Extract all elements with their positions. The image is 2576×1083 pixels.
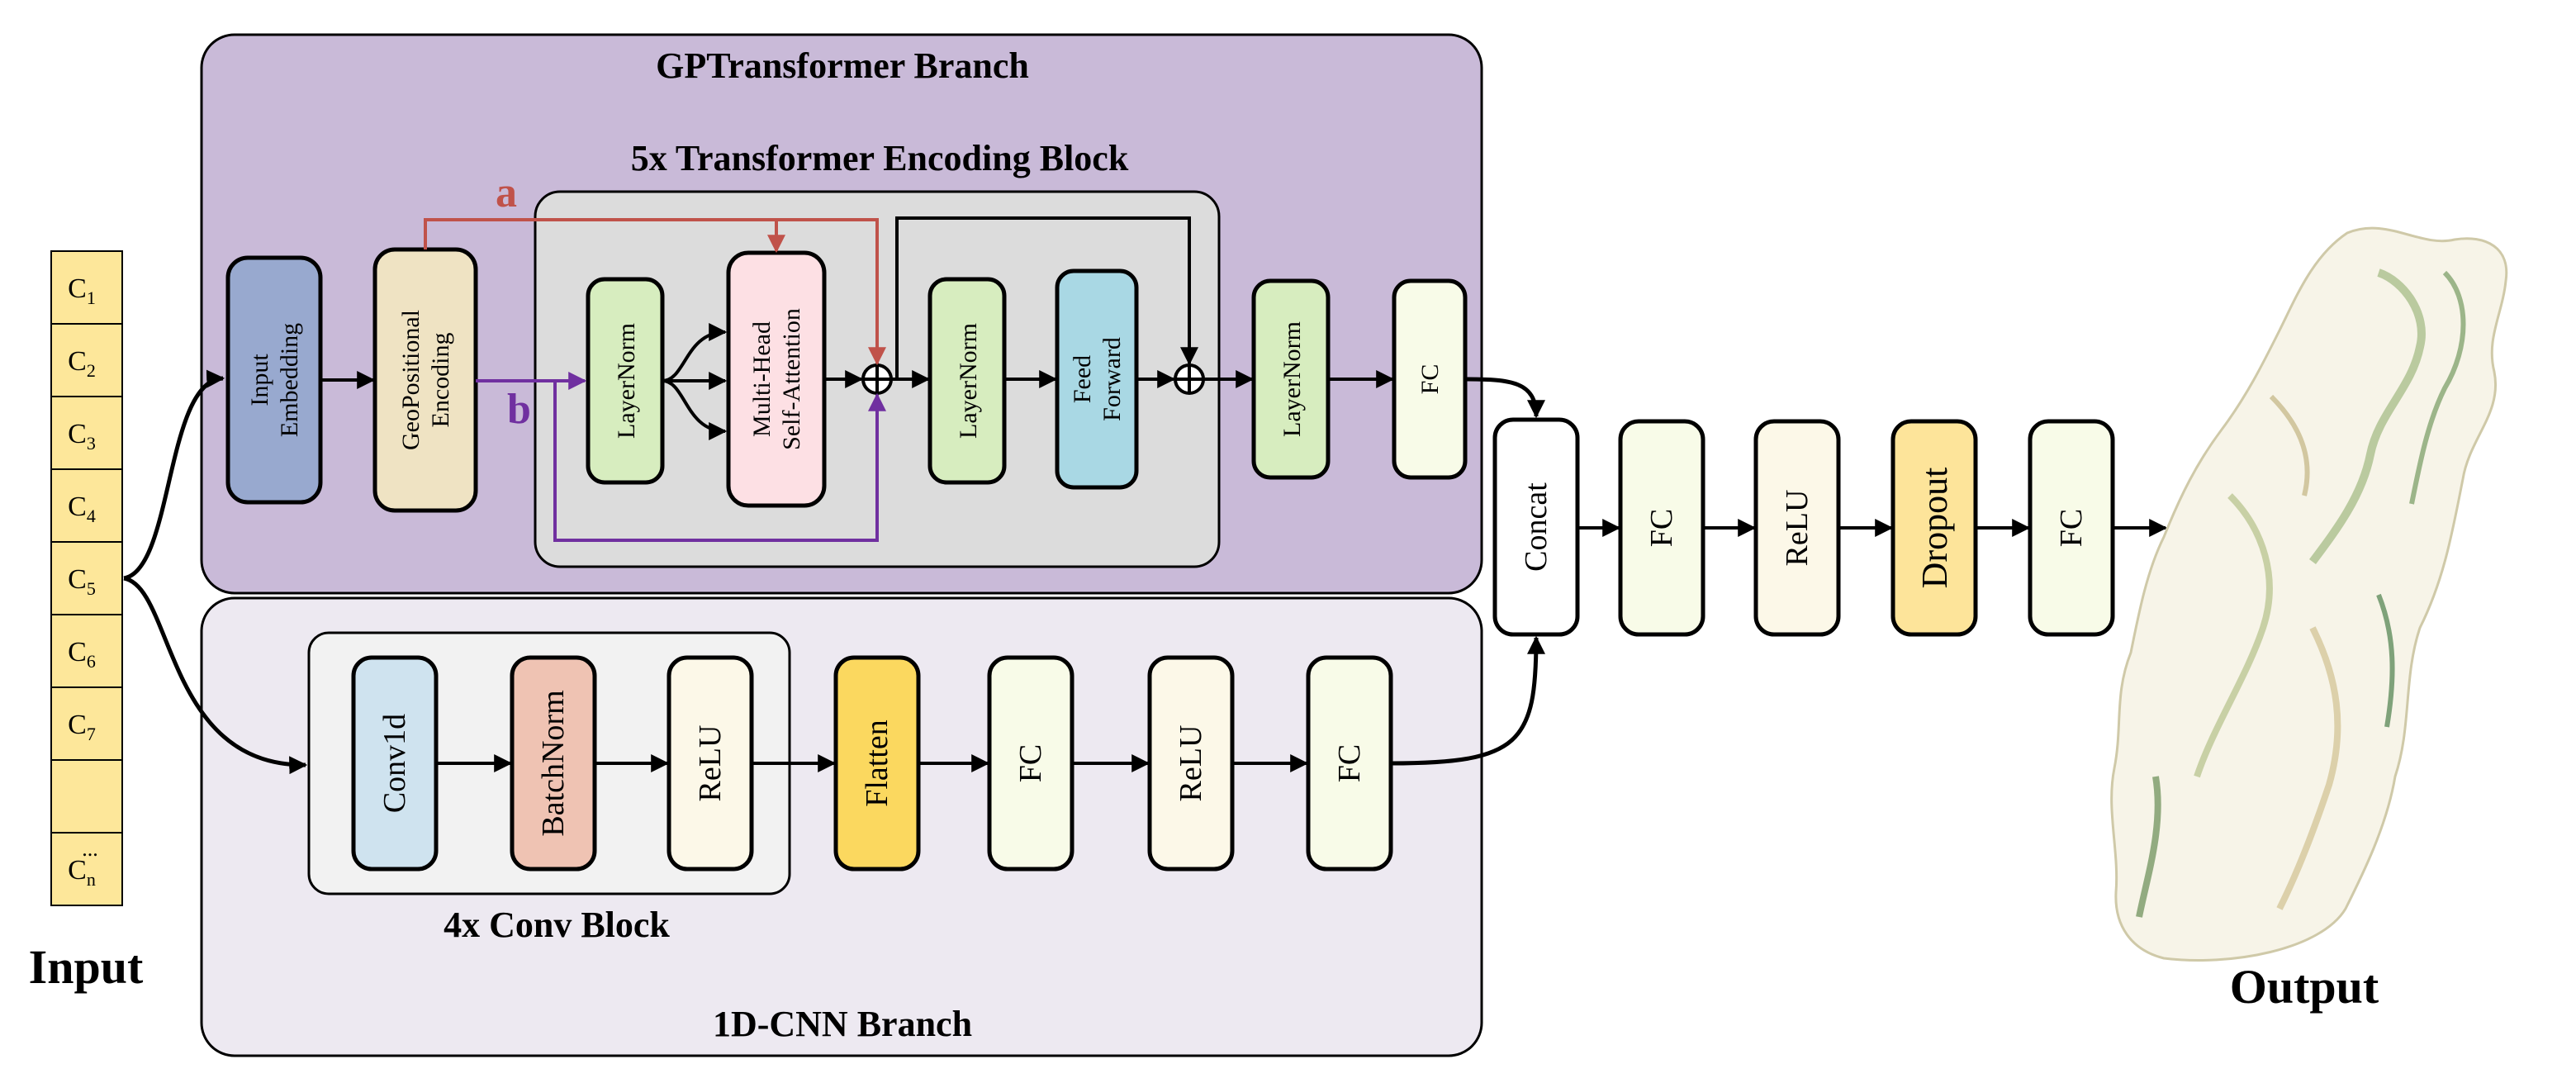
input-cell-label: Cn (68, 855, 96, 890)
conv1d-label: Conv1d (377, 714, 412, 813)
output-map (2110, 226, 2508, 962)
arrow-a (424, 218, 886, 366)
input-label: Input (29, 940, 144, 994)
cnn-fc-2-label: FC (1332, 744, 1367, 782)
input-cell-label: C6 (68, 637, 96, 672)
label-b: b (507, 386, 531, 433)
input-cell (50, 541, 123, 615)
head-fc-2-label: FC (2054, 509, 2089, 547)
batchnorm-label: BatchNorm (536, 690, 571, 836)
fanout-to-cnn (123, 576, 308, 775)
layernorm-2-label: LayerNorm (955, 323, 982, 439)
arrow-ln-to-mhsa-v (662, 379, 728, 440)
input-cell (50, 832, 123, 906)
add-circle-2 (1174, 363, 1205, 395)
gpt-branch-title: GPTransformer Branch (656, 45, 1029, 86)
input-cell-dots: ... (82, 837, 98, 861)
geo-encoding-box (372, 247, 478, 513)
input-cell (50, 250, 123, 325)
head-fc-1-label: FC (1644, 509, 1679, 547)
arrow-gpt-fc-to-concat (1464, 377, 1545, 419)
dropout-label: Dropout (1914, 468, 1955, 589)
arrow-residual-2 (895, 216, 1198, 379)
input-cell-label: C5 (68, 564, 96, 599)
fanout-to-gpt (123, 369, 225, 581)
cnn-relu-1-label: ReLU (693, 725, 728, 802)
input-cell (50, 468, 123, 543)
input-cell-label: C2 (68, 346, 96, 381)
input-cell (50, 686, 123, 761)
input-cells: C1C2C3C4C5C6C7Cn... (50, 250, 123, 906)
input-cell-label: C7 (68, 710, 96, 744)
encoder-block-title: 5x Transformer Encoding Block (631, 138, 1129, 178)
input-cell-label: C3 (68, 419, 96, 454)
input-cell (50, 759, 123, 834)
input-embedding-box (225, 255, 323, 505)
cnn-fc-1-label: FC (1013, 744, 1048, 782)
input-cell (50, 614, 123, 688)
arrow-cnn-fc-to-concat (1390, 635, 1545, 766)
output-label: Output (2230, 960, 2379, 1014)
layernorm-3-label: LayerNorm (1279, 321, 1306, 437)
layernorm-1-label: LayerNorm (613, 323, 640, 439)
arrow-b-skip (553, 381, 886, 542)
label-a: a (496, 169, 517, 216)
cnn-branch-title: 1D-CNN Branch (713, 1004, 972, 1044)
gpt-fc-label: FC (1416, 364, 1444, 395)
mhsa-box (726, 250, 827, 508)
concat-label: Concat (1519, 482, 1554, 572)
flatten-label: Flatten (860, 720, 894, 807)
input-cell (50, 323, 123, 397)
add-circle-1 (861, 363, 893, 395)
arrow-ln-to-mhsa-q (662, 323, 728, 382)
conv-block-title: 4x Conv Block (444, 905, 670, 945)
cnn-relu-2-label: ReLU (1174, 725, 1208, 802)
input-cell-label: C4 (68, 492, 96, 526)
head-relu-label: ReLU (1780, 490, 1815, 567)
input-cell-label: C1 (68, 273, 96, 308)
